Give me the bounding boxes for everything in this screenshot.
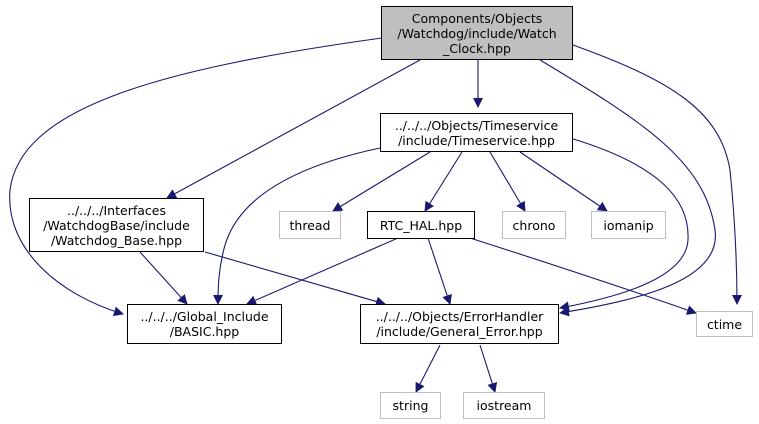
node-label-line: string [392,398,429,413]
node-label-line: /include/Timeservice.hpp [398,132,555,148]
node-ctime[interactable]: ctime [696,311,753,337]
node-label-line: ../../../Objects/Timeservice [394,117,559,133]
node-rtc-hal[interactable]: RTC_HAL.hpp [367,211,475,239]
node-label-line: ../../../Interfaces [67,202,166,218]
edge-watch-clock-to-general-error [539,59,716,317]
node-watch-clock[interactable]: Components/Objects /Watchdog/include/Wat… [381,6,573,60]
edge-timeservice-to-chrono [489,151,526,212]
edge-rtc-hal-to-ctime [469,237,697,315]
node-label-line: Components/Objects [411,10,543,26]
edge-timeservice-to-basic [213,147,381,305]
node-label-line: ../../../Global_Include [140,309,269,324]
node-label-line: ../../../Objects/ErrorHandler [375,309,544,324]
edge-watch-clock-to-watchdog-base [166,59,421,199]
node-basic[interactable]: ../../../Global_Include /BASIC.hpp [127,304,282,344]
edge-timeservice-to-iomanip [519,151,608,212]
edge-general-error-to-string [415,344,441,393]
node-timeservice[interactable]: ../../../Objects/Timeservice /include/Ti… [380,113,573,152]
node-label-line: /Watchdog/include/Watch [397,25,557,41]
edge-watch-clock-to-basic [9,37,383,317]
node-label-line: RTC_HAL.hpp [379,217,463,233]
node-label-line: thread [289,217,331,233]
edge-timeservice-to-thread [332,151,431,212]
node-label-line: /BASIC.hpp [169,324,240,339]
node-iomanip[interactable]: iomanip [591,211,666,239]
edge-timeservice-to-rtc-hal [424,151,463,212]
node-label-line: /include/General_Error.hpp [376,324,543,339]
edge-watchdog-base-to-general-error [204,251,386,307]
edge-watchdog-base-to-basic [139,251,188,305]
edge-general-error-to-iostream [479,344,498,393]
edge-rtc-hal-to-basic [246,237,399,305]
node-label-line: /WatchdogBase/include [43,217,190,233]
edge-watch-clock-to-ctime [572,44,742,305]
node-string[interactable]: string [380,392,441,419]
node-label-line: ctime [706,316,743,332]
node-iostream[interactable]: iostream [463,392,545,419]
node-thread[interactable]: thread [279,211,341,239]
edge-timeservice-to-general-error [559,137,689,312]
node-label-line: _Clock.hpp [443,40,511,56]
node-label-line: iostream [476,398,532,413]
node-general-error[interactable]: ../../../Objects/ErrorHandler /include/G… [360,304,559,344]
node-label-line: iomanip [603,217,654,233]
node-label-line: chrono [512,217,556,233]
edge-rtc-hal-to-general-error [427,237,452,305]
node-label-line: /Watchdog_Base.hpp [50,232,183,248]
node-chrono[interactable]: chrono [502,211,566,239]
node-watchdog-base[interactable]: ../../../Interfaces /WatchdogBase/includ… [29,198,204,252]
